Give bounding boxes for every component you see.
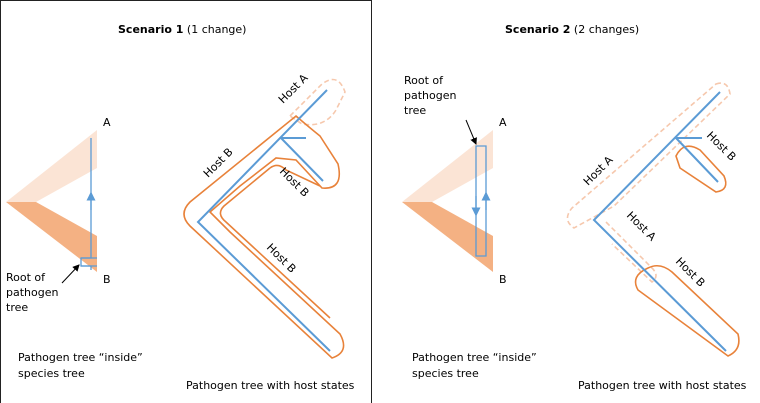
host-b-lower-region (634, 264, 740, 357)
host-b-inner-loop (269, 164, 321, 187)
host-caption: Pathogen tree with host states (186, 379, 355, 392)
root-label: Root of pathogen tree (404, 74, 460, 117)
host-label-top-a: Host A (276, 71, 311, 106)
scenario2-host-tree (566, 82, 740, 357)
pathogen-crosslink (81, 257, 97, 267)
scenario1-title: Scenario 1 (1 change) (118, 23, 246, 36)
host-a-region-outer (566, 82, 731, 229)
host-caption: Pathogen tree with host states (578, 379, 747, 392)
species-branch-a (6, 130, 97, 202)
root-pointer-arrow (465, 119, 477, 145)
species-label-a: A (499, 116, 507, 129)
scenario1-host-tree (183, 78, 346, 359)
host-label-inner-a: Host A (624, 209, 659, 244)
host-label-upper-b: Host B (704, 129, 739, 164)
host-label-left-b: Host B (201, 145, 236, 180)
host-a-region (288, 78, 346, 126)
pathogen-tree (196, 89, 331, 352)
host-label-left-a: Host A (581, 153, 616, 188)
host-label-lower-b: Host B (264, 241, 299, 276)
host-b-upper-region (675, 145, 727, 193)
host-a-region-inner (605, 221, 657, 284)
pathogen-lineage (80, 138, 92, 270)
species-branch-b (6, 202, 97, 272)
species-branch-a (402, 130, 493, 202)
species-label-b: B (103, 273, 111, 286)
scenario2-species-tree (402, 130, 493, 272)
root-pointer-arrow (61, 264, 80, 284)
host-b-region-outer (183, 114, 345, 359)
host-label-lower-b: Host B (673, 255, 708, 290)
pathogen-tree (592, 91, 727, 352)
species-label-b: B (499, 273, 507, 286)
species-caption: Pathogen tree “inside” species tree (18, 351, 146, 380)
species-label-a: A (103, 116, 111, 129)
pathogen-lineage (475, 145, 487, 257)
root-label: Root of pathogen tree (6, 271, 62, 314)
scenario1-frame (0, 0, 372, 403)
species-branch-b (402, 202, 493, 272)
scenario2-title: Scenario 2 (2 changes) (505, 23, 639, 36)
scenario1: Scenario 1 (1 change) A B Root of pathog… (6, 23, 355, 392)
host-b-region-inner (219, 167, 331, 319)
scenario2: Scenario 2 (2 changes) A B Root of patho… (402, 23, 747, 392)
species-caption: Pathogen tree “inside” species tree (412, 351, 540, 380)
scenario1-species-tree (6, 130, 97, 272)
